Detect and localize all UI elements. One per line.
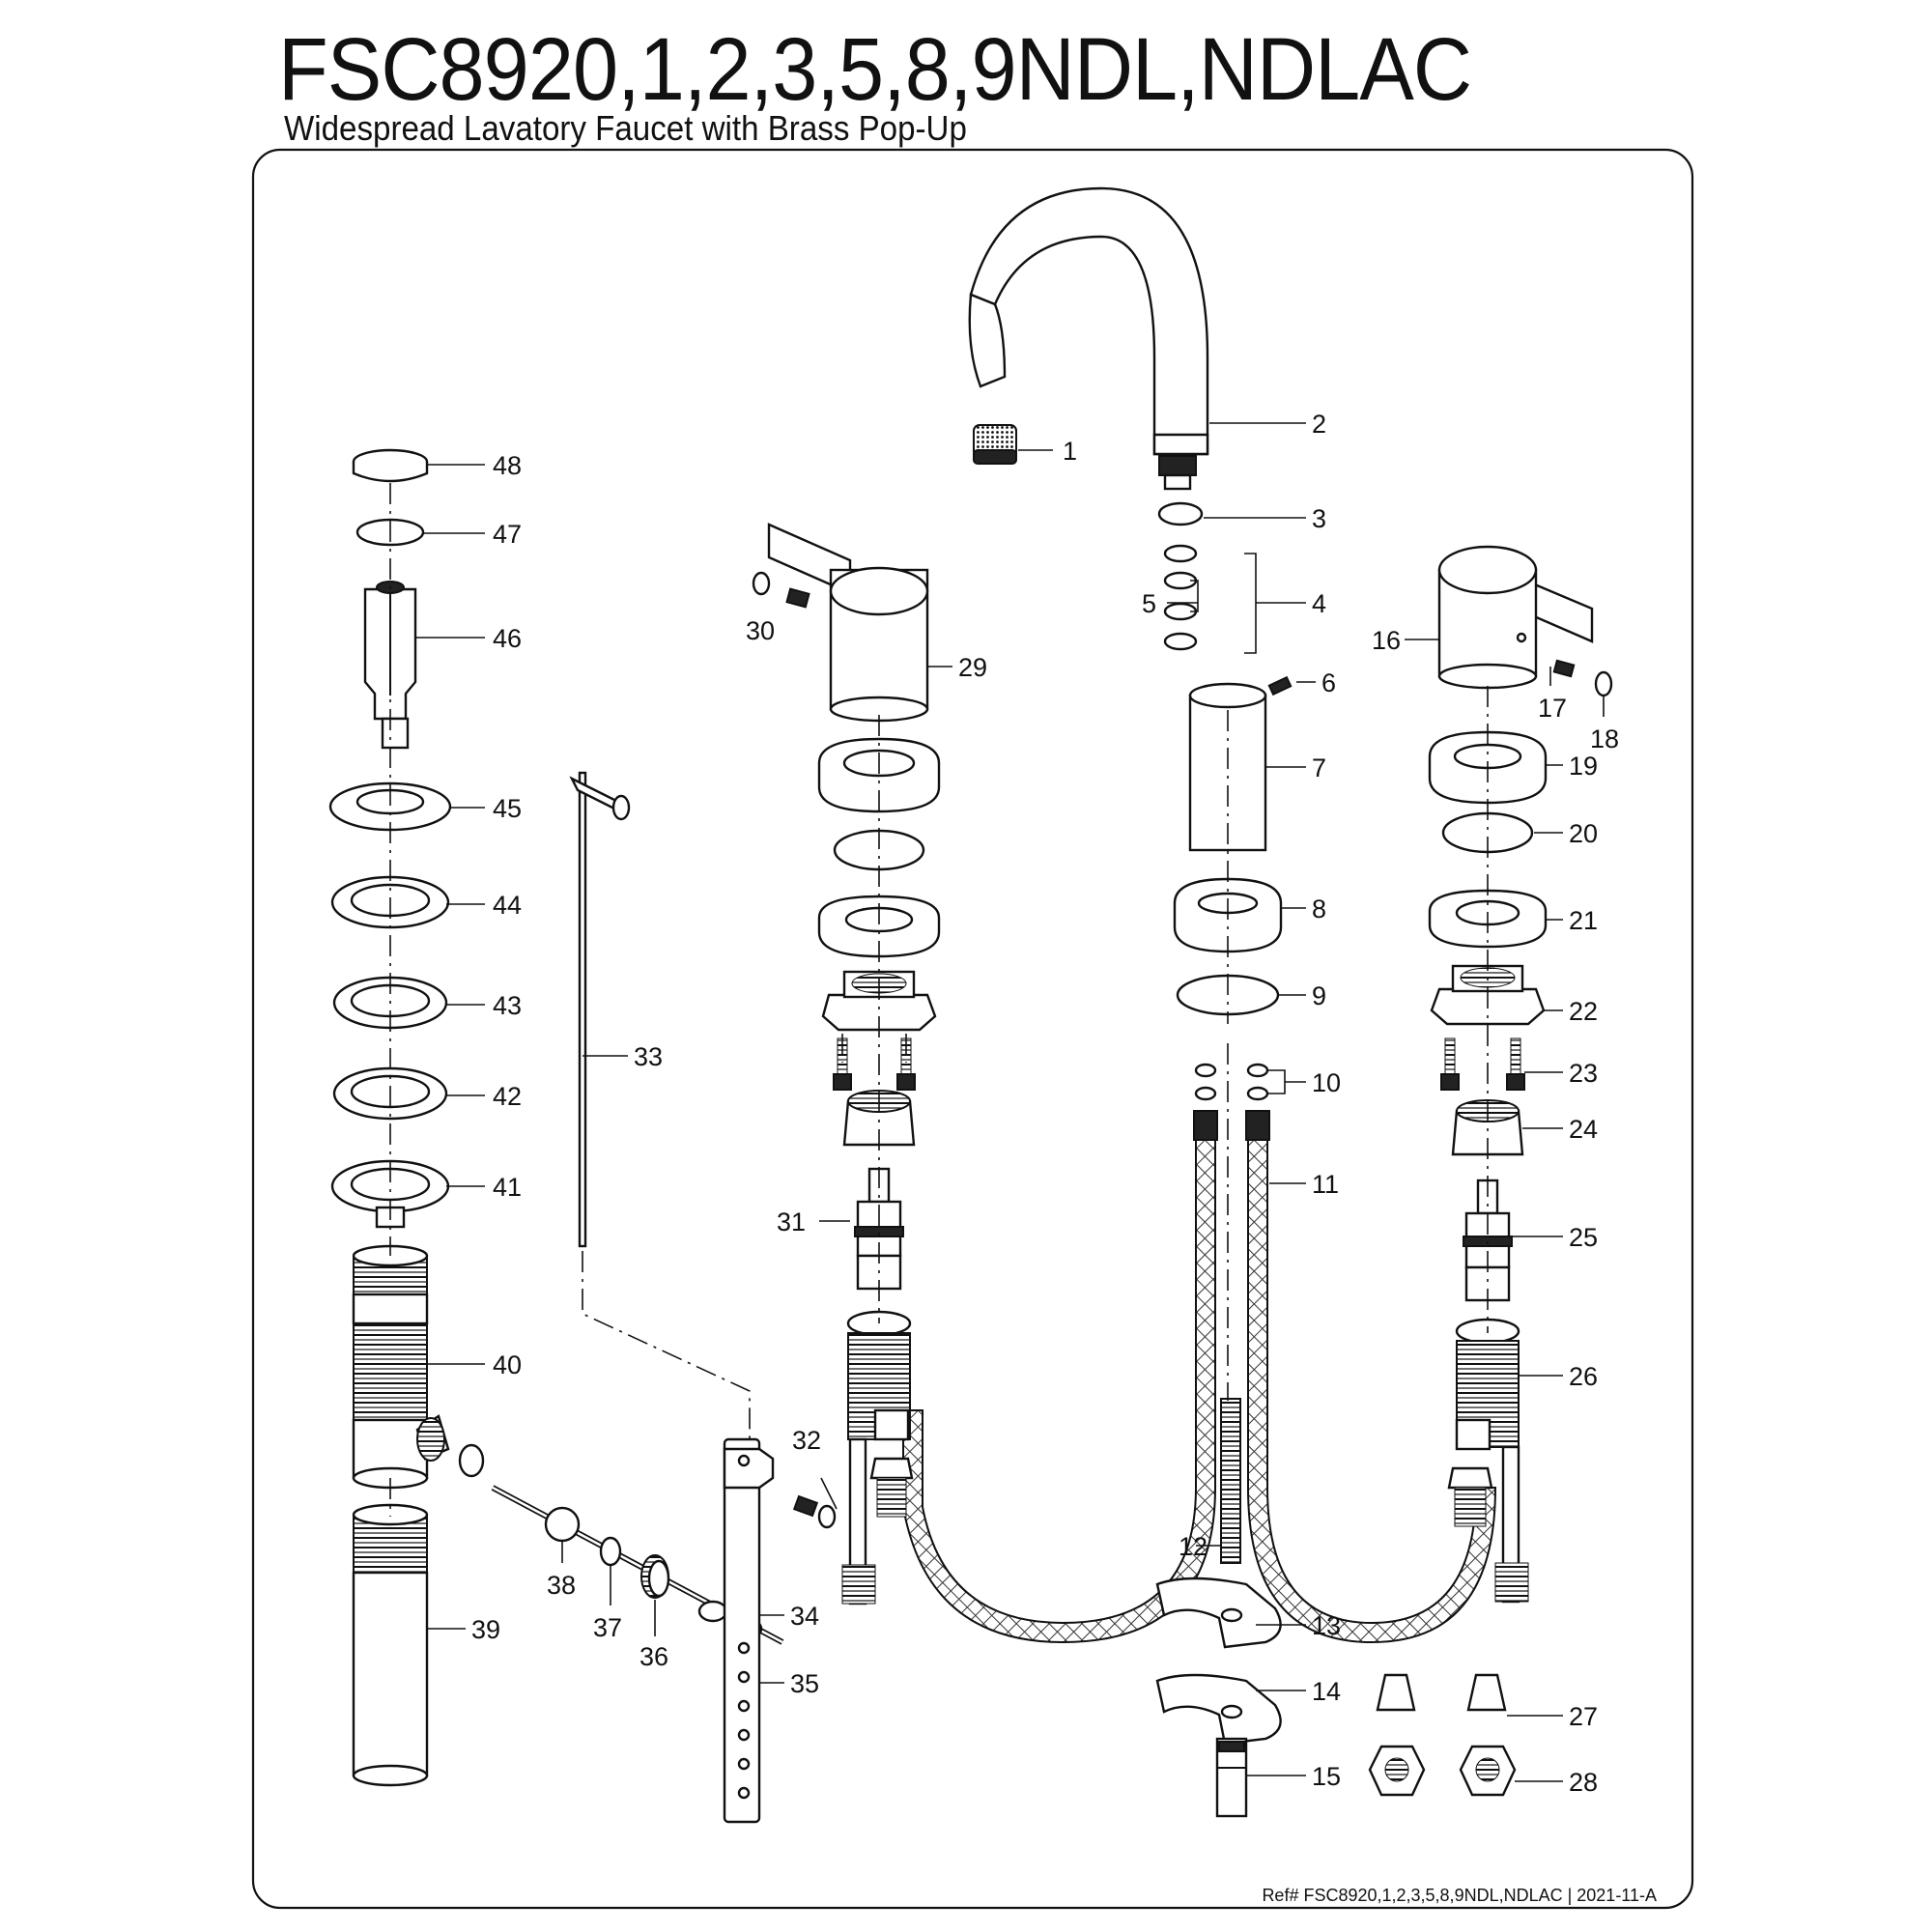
callout-7: 7 [1312, 753, 1326, 782]
callout-16: 16 [1372, 626, 1401, 655]
right-lever-handle [1437, 545, 1594, 690]
aerator [973, 424, 1017, 465]
reference-number: Ref# FSC8920,1,2,3,5,8,9NDL,NDLAC | 2021… [1262, 1886, 1657, 1905]
braided-supply-hoses [902, 1110, 1497, 1644]
callout-18: 18 [1590, 724, 1619, 753]
callout-2: 2 [1312, 410, 1326, 439]
diagram-frame [251, 148, 1694, 1910]
callout-labels: 1 2 3 4 5 6 7 8 9 10 11 12 13 14 15 16 1… [471, 410, 1619, 1797]
callout-3: 3 [1312, 504, 1326, 533]
callout-21: 21 [1569, 906, 1598, 935]
pivot-nut [640, 1554, 670, 1599]
clevis-strap [723, 1437, 775, 1824]
callout-12: 12 [1179, 1532, 1208, 1561]
callout-29: 29 [958, 653, 987, 682]
callout-39: 39 [471, 1615, 500, 1644]
diagram-subtitle: Widespread Lavatory Faucet with Brass Po… [284, 108, 967, 148]
callout-26: 26 [1569, 1362, 1598, 1391]
callout-47: 47 [493, 520, 522, 549]
callout-38: 38 [547, 1571, 576, 1600]
callout-44: 44 [493, 891, 522, 920]
right-flange-bolts [1440, 1037, 1525, 1091]
callout-14: 14 [1312, 1677, 1341, 1706]
callout-11: 11 [1312, 1170, 1339, 1199]
callout-4: 4 [1312, 589, 1326, 618]
left-valve-body [841, 1310, 914, 1605]
callout-1: 1 [1063, 437, 1077, 466]
callout-25: 25 [1569, 1223, 1598, 1252]
callout-27: 27 [1569, 1702, 1598, 1731]
lift-rod [569, 771, 631, 1248]
compression-sleeves [1376, 1673, 1507, 1712]
diagram-title: FSC8920,1,2,3,5,8,9NDL,NDLAC [278, 20, 1472, 119]
supply-hose-washers [1194, 1063, 1269, 1101]
callout-22: 22 [1569, 997, 1598, 1026]
callout-45: 45 [493, 794, 522, 823]
left-set-screw-and-cap [752, 571, 810, 609]
left-flange-bolts [833, 1037, 916, 1091]
mounting-brackets [1155, 1577, 1282, 1746]
callout-31: 31 [777, 1208, 806, 1236]
callout-8: 8 [1312, 895, 1326, 923]
callout-48: 48 [493, 451, 522, 480]
callout-28: 28 [1569, 1768, 1598, 1797]
drain-body [352, 1244, 450, 1490]
spout [968, 186, 1209, 456]
compression-nuts [1368, 1745, 1517, 1797]
callout-40: 40 [493, 1350, 522, 1379]
callout-32: 32 [792, 1426, 821, 1455]
callout-35: 35 [790, 1669, 819, 1698]
callout-23: 23 [1569, 1059, 1598, 1088]
callout-19: 19 [1569, 752, 1598, 781]
callout-33: 33 [634, 1042, 663, 1071]
spout-nipple [1158, 455, 1197, 491]
right-set-screw-and-cap [1552, 659, 1613, 697]
spout-washer-stack [1163, 544, 1257, 654]
callout-5: 5 [1142, 589, 1156, 618]
spout-o-ring [1157, 501, 1204, 526]
spout-body-sleeve [1188, 675, 1293, 852]
mounting-nut [1215, 1737, 1248, 1818]
tailpiece [352, 1503, 429, 1787]
drain-stopper-cap [352, 448, 429, 483]
pivot-ball-washer [458, 1443, 485, 1478]
left-lever-handle [767, 523, 929, 723]
clevis-screw [792, 1494, 837, 1529]
pivot-washer [599, 1536, 622, 1567]
callout-42: 42 [493, 1082, 522, 1111]
callout-10: 10 [1312, 1068, 1341, 1097]
callout-30: 30 [746, 616, 775, 645]
callout-36: 36 [639, 1642, 668, 1671]
callout-13: 13 [1312, 1611, 1341, 1640]
callout-46: 46 [493, 624, 522, 653]
threaded-mounting-shank [1220, 1398, 1241, 1564]
callout-43: 43 [493, 991, 522, 1020]
callout-9: 9 [1312, 981, 1326, 1010]
callout-34: 34 [790, 1602, 819, 1631]
callout-20: 20 [1569, 819, 1598, 848]
right-valve-body [1447, 1318, 1529, 1604]
callout-41: 41 [493, 1173, 522, 1202]
callout-37: 37 [593, 1613, 622, 1642]
left-escutcheon-set [817, 737, 941, 958]
callout-24: 24 [1569, 1115, 1598, 1144]
leader-lines [415, 422, 1605, 1782]
callout-17: 17 [1538, 694, 1567, 723]
callout-6: 6 [1321, 668, 1336, 697]
callout-15: 15 [1312, 1762, 1341, 1791]
right-cartridge [1463, 1179, 1513, 1302]
